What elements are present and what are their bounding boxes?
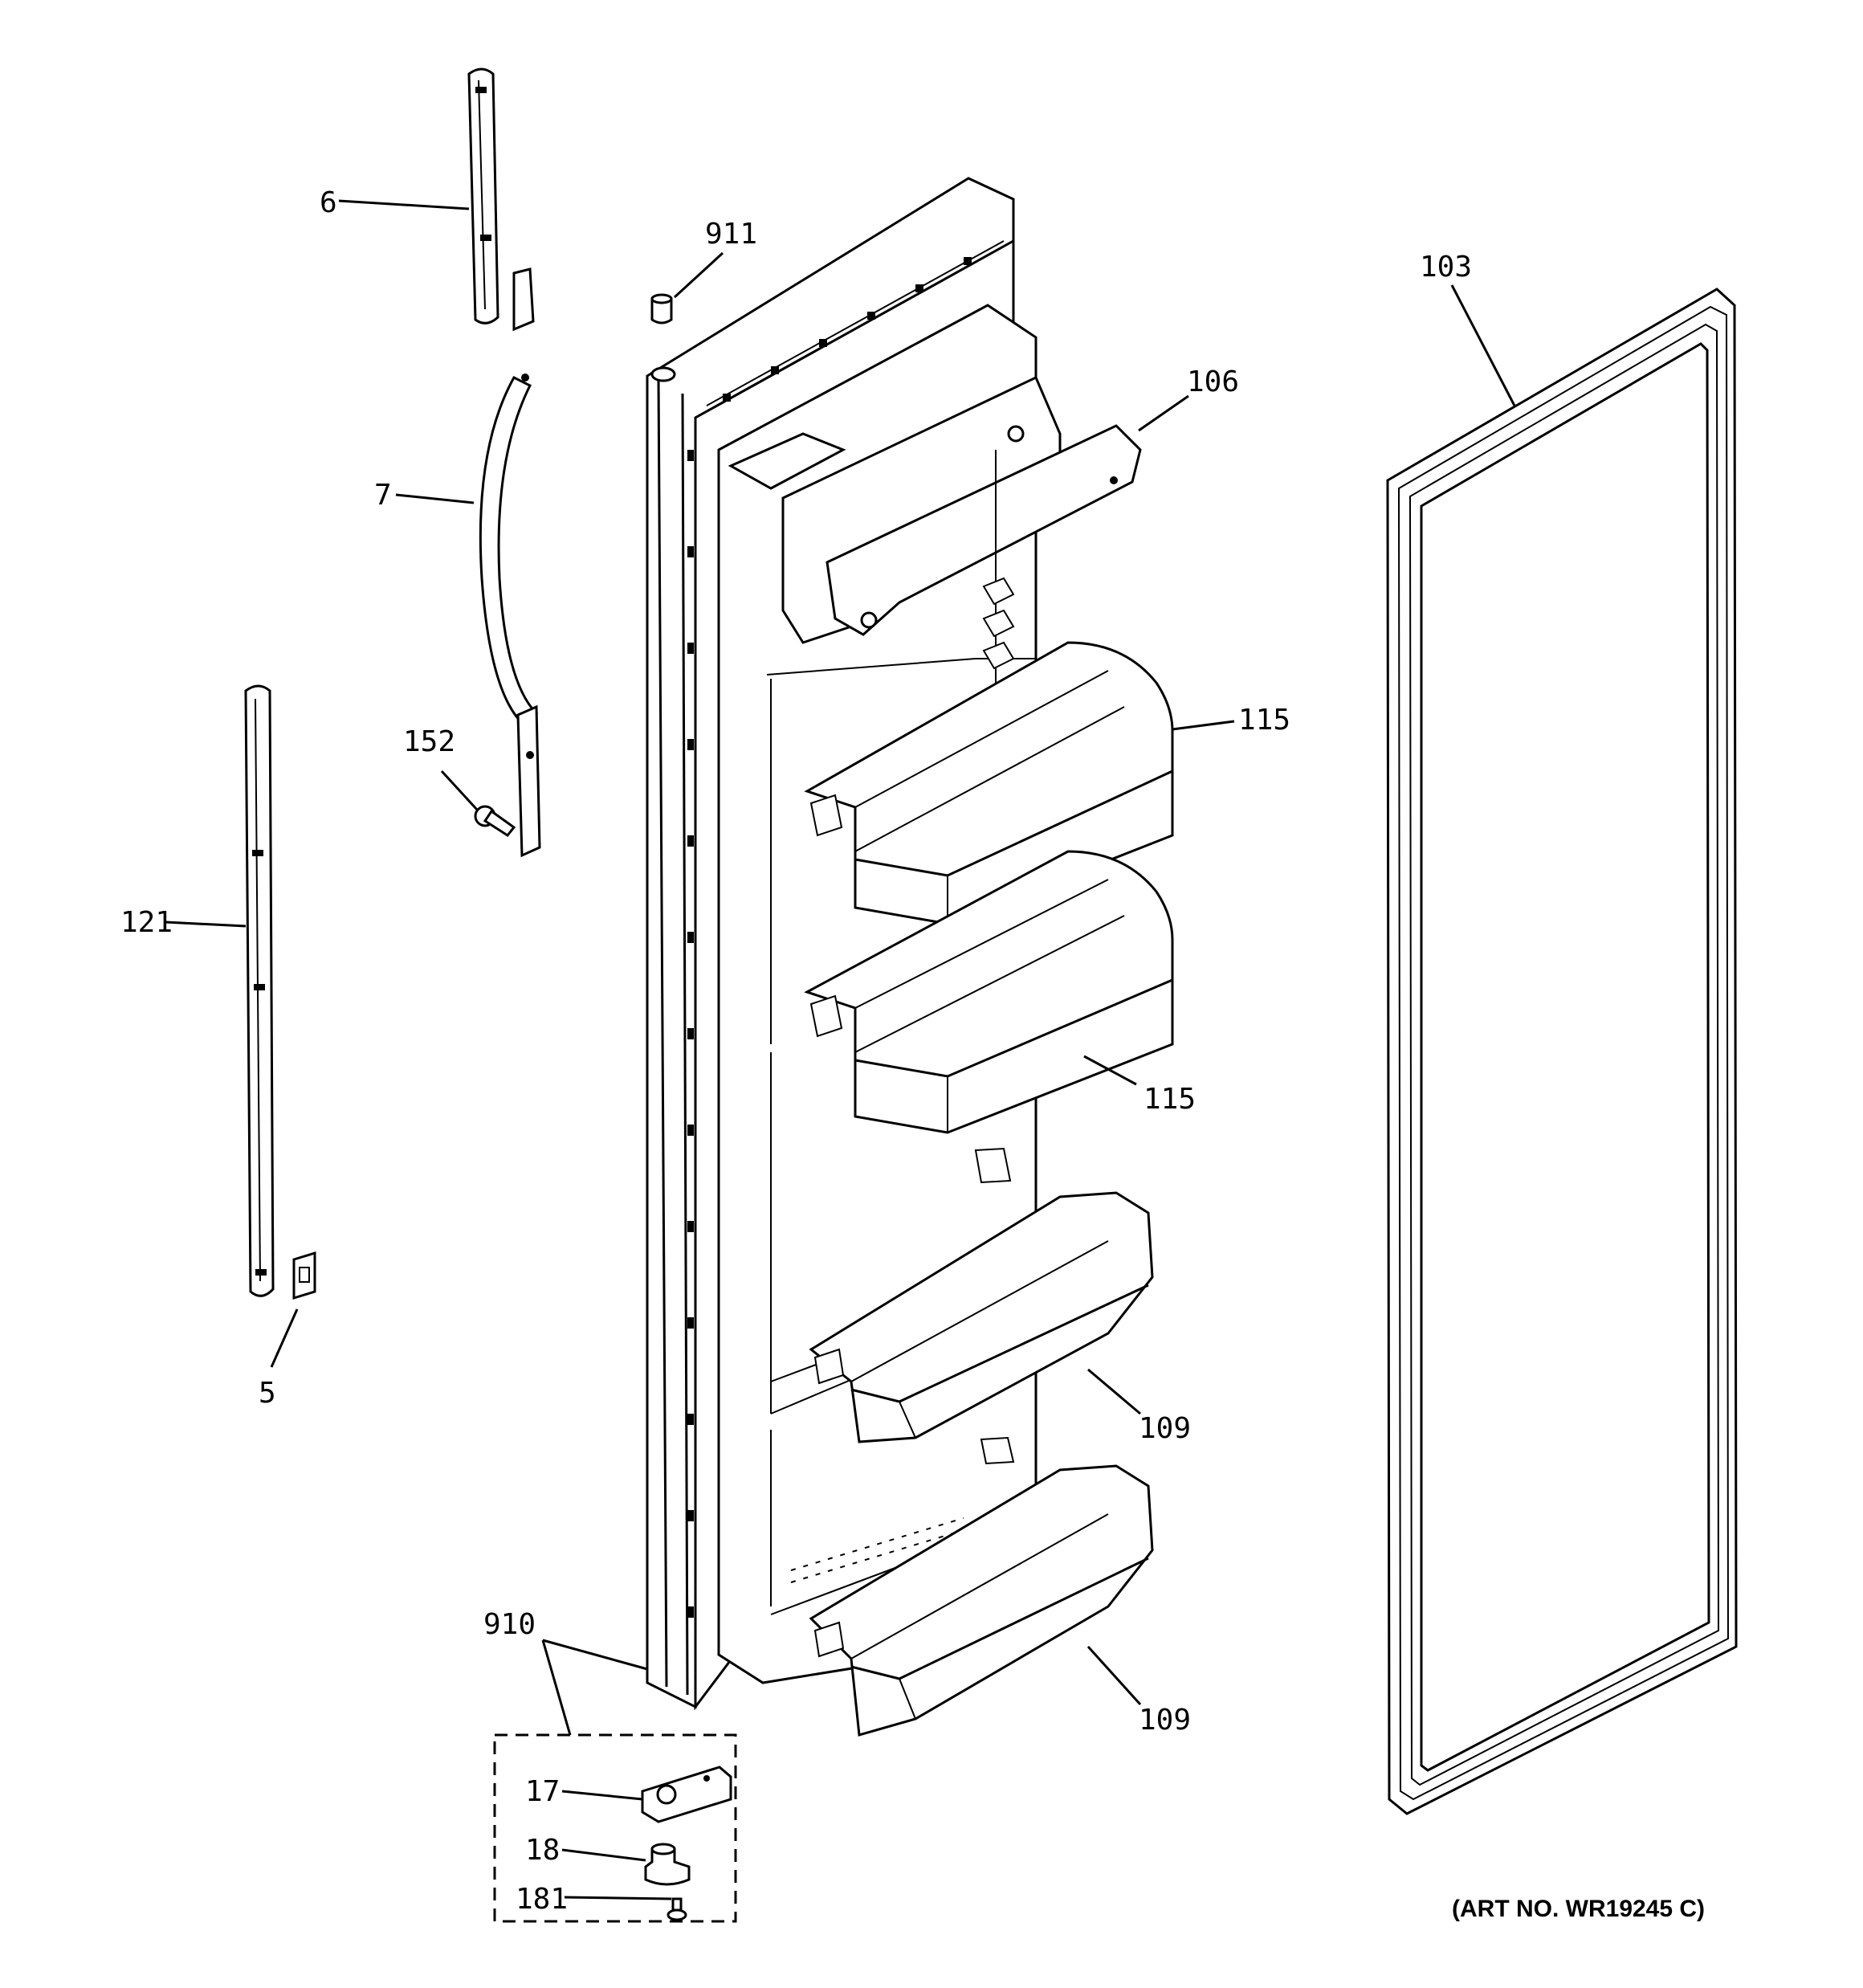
- callout-109-bottom: 109: [1139, 1704, 1191, 1737]
- part-911-bushing: [650, 293, 673, 325]
- callout-910: 910: [483, 1608, 536, 1641]
- callout-115-upper: 115: [1238, 704, 1290, 737]
- part-109-door-bin-bottom: [809, 1464, 1154, 1737]
- part-17-hinge-plate: [641, 1766, 732, 1823]
- part-6-handle-trim: [467, 67, 499, 325]
- part-115-door-bin-middle: [804, 850, 1174, 1134]
- callout-106: 106: [1187, 365, 1239, 398]
- callout-109-lower: 109: [1139, 1412, 1191, 1445]
- door-top-slots: [723, 257, 972, 402]
- part-18-hinge-pin: [644, 1843, 691, 1886]
- hinge-kit-box: [493, 1733, 737, 1923]
- part-121-trim-strip: [244, 684, 275, 1297]
- part-7-door-handle: [479, 267, 541, 858]
- callout-115-middle: 115: [1143, 1083, 1196, 1116]
- part-5-clip: [292, 1251, 316, 1300]
- callout-181: 181: [516, 1883, 568, 1916]
- callout-7: 7: [374, 479, 392, 512]
- callout-911: 911: [705, 218, 757, 251]
- callout-6: 6: [320, 186, 337, 219]
- callout-103: 103: [1420, 251, 1472, 284]
- leader-lines: [165, 199, 1516, 1900]
- callout-labels: 6 7 152 121 5 911 106 115 115 109 109 10…: [120, 186, 1705, 1922]
- part-181-screw: [667, 1897, 687, 1921]
- callout-152: 152: [403, 725, 455, 758]
- callout-18: 18: [525, 1834, 560, 1867]
- part-103-door-gasket: [1386, 288, 1738, 1815]
- callout-5: 5: [259, 1377, 276, 1410]
- door-side-notches: [687, 450, 694, 1618]
- part-109-door-bin-lower: [809, 1191, 1154, 1443]
- callout-121: 121: [120, 906, 173, 939]
- part-106-dairy-compartment: [728, 375, 1142, 644]
- part-152-screw: [474, 805, 516, 837]
- art-number: (ART NO. WR19245 C): [1452, 1896, 1705, 1922]
- callout-17: 17: [525, 1775, 560, 1808]
